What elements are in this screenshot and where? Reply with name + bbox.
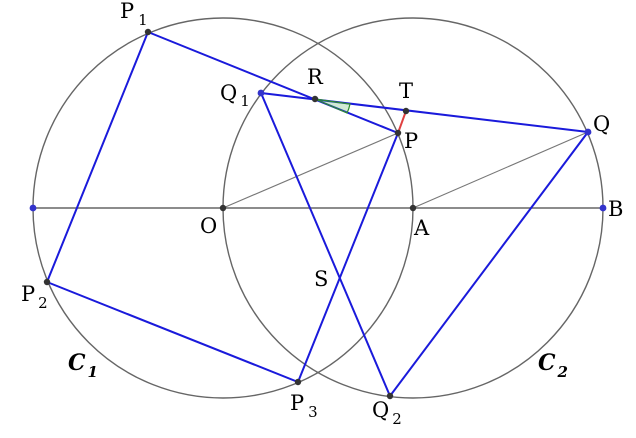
label-b: B	[608, 197, 623, 221]
segment-aq	[412, 131, 589, 209]
point-q	[584, 128, 592, 136]
point-b	[599, 204, 607, 212]
segment-pt	[397, 110, 407, 134]
label-o: O	[200, 214, 217, 238]
point-a	[409, 204, 417, 212]
label-r: R	[307, 65, 324, 89]
segment-op	[222, 132, 399, 209]
point-o	[219, 204, 227, 212]
segment-q2q	[389, 131, 589, 397]
label-p: P	[404, 129, 418, 153]
point-p1	[144, 28, 152, 36]
label-t: T	[399, 79, 413, 103]
label-a: A	[413, 216, 430, 240]
point-q2	[386, 392, 394, 400]
label-q: Q	[593, 112, 610, 136]
point-t	[402, 107, 410, 115]
point-p	[394, 129, 402, 137]
point-p2	[43, 278, 51, 286]
point-q1	[257, 89, 265, 97]
point-r	[311, 95, 319, 103]
point-p3	[294, 378, 302, 386]
segment-q1q	[260, 92, 589, 133]
angle-mark-r	[314, 98, 351, 114]
label-s: S	[314, 267, 328, 291]
segment-q1q2	[260, 92, 391, 397]
point-b-left	[29, 204, 37, 212]
